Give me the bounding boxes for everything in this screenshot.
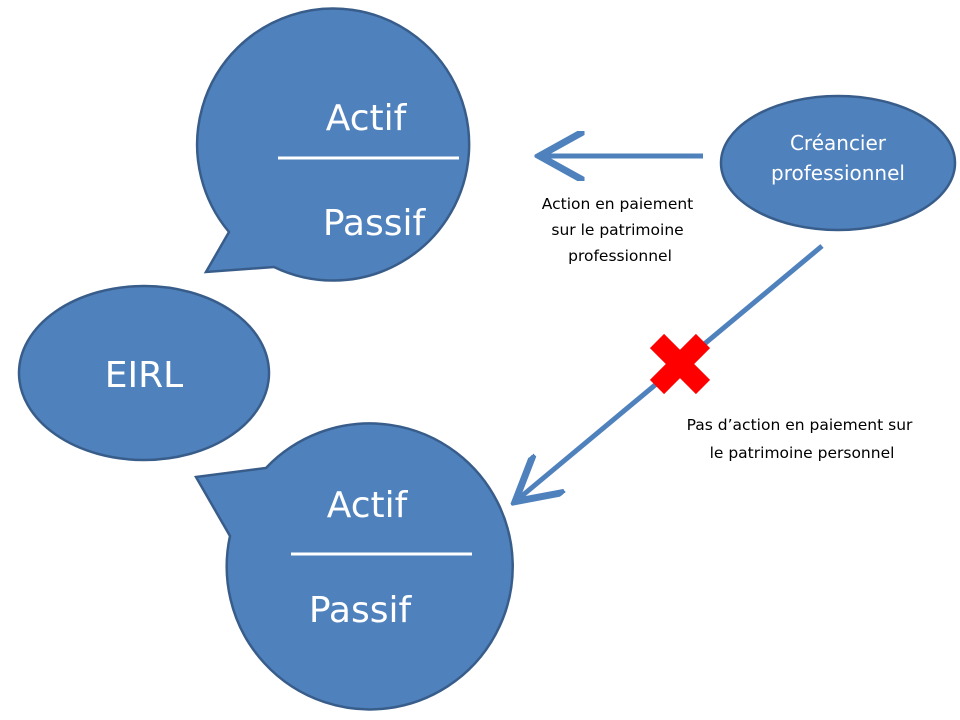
personal-liabilities-label: Passif: [309, 590, 413, 631]
creditor-label-line2: professionnel: [771, 161, 905, 185]
professional-patrimony-callout: Actif Passif: [195, 7, 471, 282]
creditor-label-line1: Créancier: [790, 131, 887, 155]
creditor-node: Créancier professionnel: [719, 94, 957, 232]
professional-liabilities-label: Passif: [323, 203, 427, 244]
eirl-label: EIRL: [105, 355, 183, 396]
personal-patrimony-bubble: [193, 422, 514, 711]
personal-patrimony-callout: Actif Passif: [193, 422, 514, 711]
allowed-action-caption-line1: Action en paiement: [542, 195, 693, 213]
creditor-ellipse: [719, 94, 957, 232]
allowed-action-caption-line2: sur le patrimoine: [551, 221, 683, 239]
red-x-icon: [649, 333, 711, 395]
professional-patrimony-bubble: [195, 7, 471, 282]
allowed-action-caption: Action en paiement sur le patrimoine pro…: [542, 195, 698, 265]
eirl-node: EIRL: [17, 284, 271, 462]
eirl-ellipse: [17, 284, 271, 462]
personal-assets-label: Actif: [327, 485, 409, 526]
blocked-action-caption-line1: Pas d’action en paiement sur: [687, 416, 913, 434]
professional-assets-label: Actif: [326, 98, 408, 139]
blocked-action-caption: Pas d’action en paiement sur le patrimoi…: [687, 416, 918, 462]
allowed-action-caption-line3: professionnel: [568, 247, 672, 265]
blocked-action-caption-line2: le patrimoine personnel: [710, 444, 895, 462]
